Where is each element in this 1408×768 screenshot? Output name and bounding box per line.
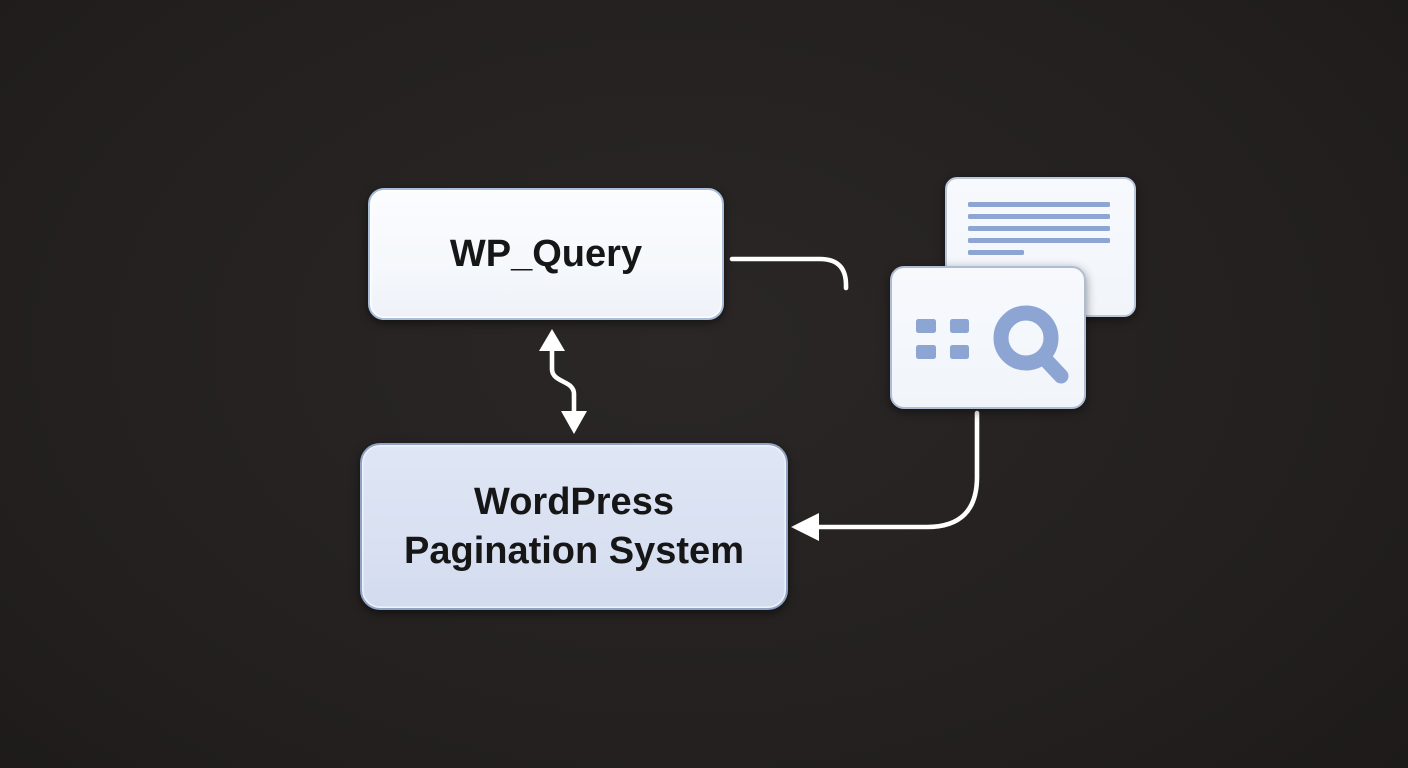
node-pagination-system-label: WordPress Pagination System	[404, 481, 744, 572]
grid-cell	[950, 319, 969, 333]
arrowhead-left-icon	[791, 513, 819, 541]
grid-cell	[916, 345, 936, 359]
text-line	[968, 226, 1110, 231]
grid-cell	[916, 319, 936, 333]
arrowhead-up-icon	[539, 329, 565, 351]
connector-wpquery-pagination-bidirectional	[539, 329, 587, 434]
node-wp-query-label: WP_Query	[449, 232, 643, 275]
magnifier-icon	[993, 305, 1069, 384]
document-text-lines-icon	[968, 202, 1110, 255]
grid-cell	[950, 345, 969, 359]
text-line	[968, 214, 1110, 219]
arrowhead-down-icon	[561, 411, 587, 434]
grid-icon	[916, 319, 969, 359]
node-wp-query: WP_Query	[368, 188, 724, 320]
connector-wpquery-to-search-card	[729, 256, 849, 291]
node-pagination-system: WordPress Pagination System	[360, 443, 788, 610]
search-card-icon	[890, 266, 1086, 409]
text-line	[968, 238, 1110, 243]
text-line-short	[968, 250, 1024, 255]
connector-search-card-to-pagination	[791, 410, 980, 541]
text-line	[968, 202, 1110, 207]
